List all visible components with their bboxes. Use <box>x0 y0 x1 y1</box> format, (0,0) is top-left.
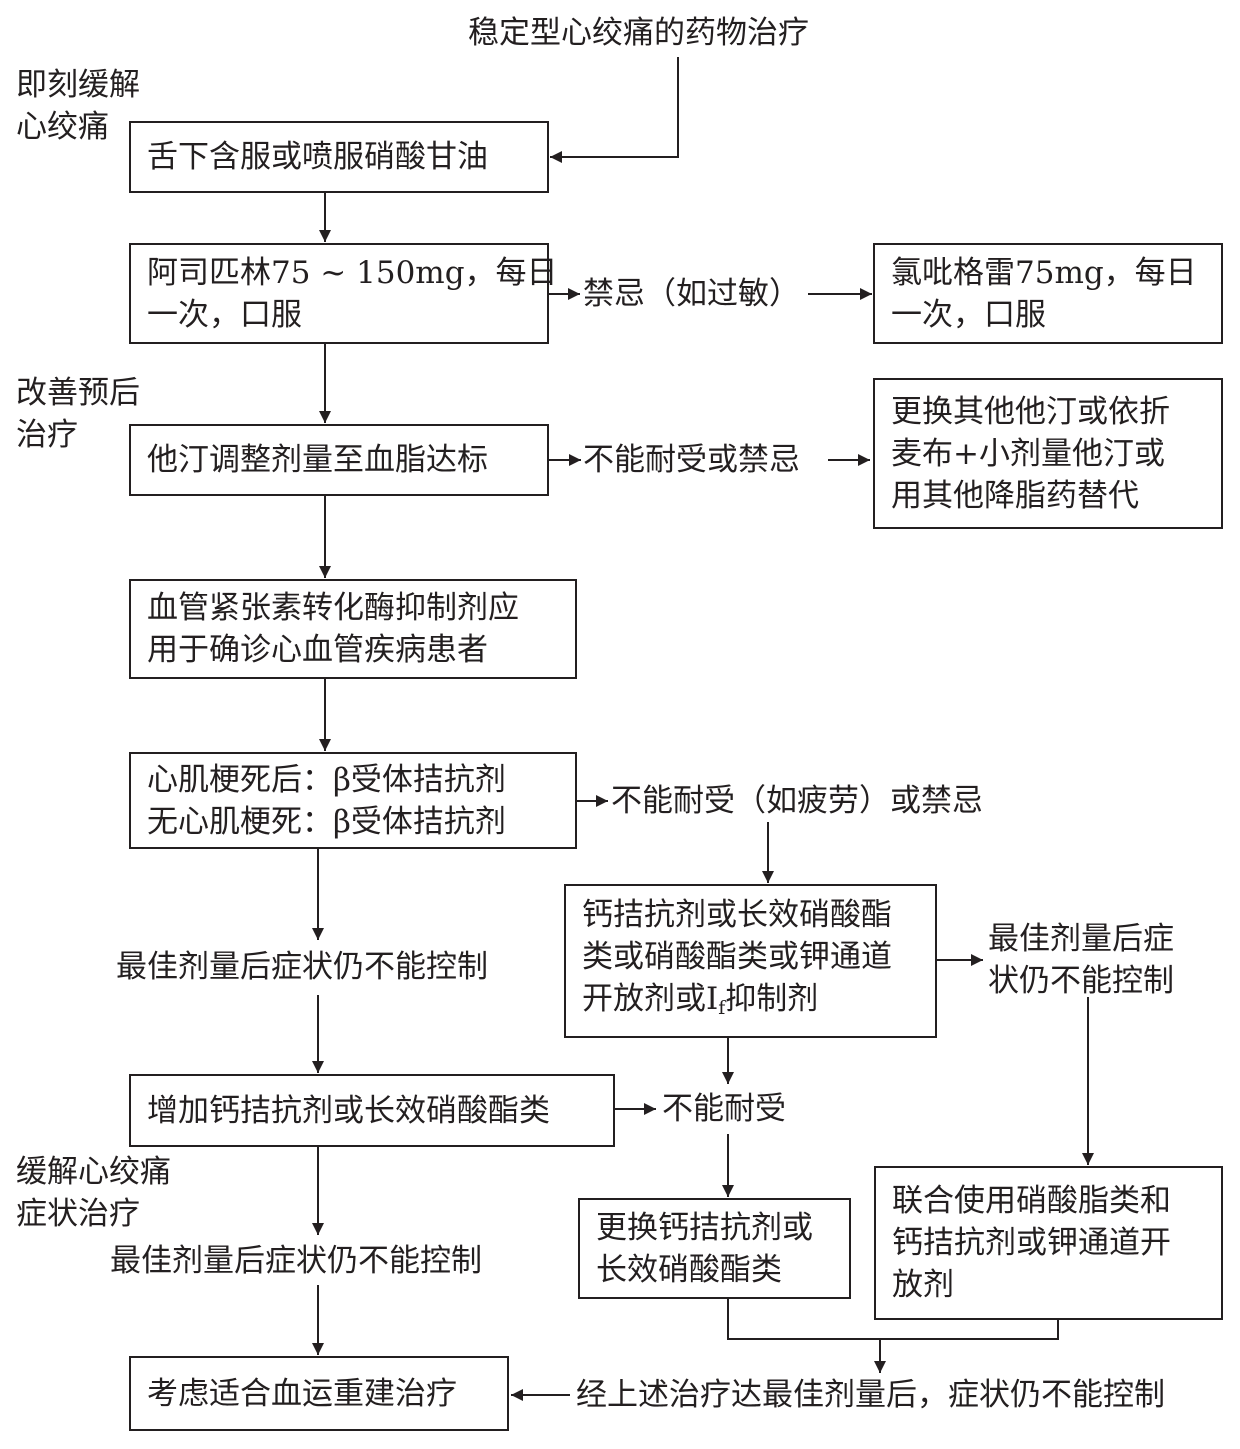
label-intolerant-fatigue: 不能耐受（如疲劳）或禁忌 <box>611 783 983 819</box>
box-alternative-agents: 钙拮抗剂或长效硝酸酯 类或硝酸酯类或钾通道 开放剂或If抑制剂 <box>564 884 937 1038</box>
section-label-line: 治疗 <box>16 417 78 453</box>
section-label-prognosis: 改善预后 治疗 <box>16 372 140 456</box>
label-intolerant-or-contraindicated: 不能耐受或禁忌 <box>583 442 800 478</box>
section-label-line: 改善预后 <box>16 375 140 411</box>
box-statin-alternative: 更换其他他汀或依折 麦布+小剂量他汀或 用其他降脂药替代 <box>873 378 1223 529</box>
label-uncontrolled-right: 最佳剂量后症 状仍不能控制 <box>988 918 1174 1002</box>
box-clopidogrel: 氯吡格雷75mg，每日 一次，口服 <box>873 243 1223 344</box>
box-combination: 联合使用硝酸脂类和 钙拮抗剂或钾通道开 放剂 <box>874 1166 1223 1320</box>
box-line: 钙拮抗剂或钾通道开 <box>892 1225 1171 1261</box>
box-beta-blocker: 心肌梗死后：β受体拮抗剂 无心肌梗死：β受体拮抗剂 <box>129 752 577 849</box>
box-line-suffix: 抑制剂 <box>725 980 819 1017</box>
section-label-symptom: 缓解心绞痛 症状治疗 <box>16 1151 171 1235</box>
box-line: 麦布+小剂量他汀或 <box>891 435 1165 472</box>
box-statin: 他汀调整剂量至血脂达标 <box>129 424 549 496</box>
section-label-line: 心绞痛 <box>16 109 109 145</box>
arrow-title-to-nitroglycerin <box>550 57 679 163</box>
label-contraindicated-allergy: 禁忌（如过敏） <box>583 276 800 312</box>
box-line-with-subscript: 开放剂或If抑制剂 <box>582 978 935 1029</box>
box-line: 钙拮抗剂或长效硝酸酯 <box>582 896 892 933</box>
section-label-line: 症状治疗 <box>16 1196 140 1232</box>
label-uncontrolled-after-ccb: 最佳剂量后症状仍不能控制 <box>110 1243 482 1279</box>
box-line: 舌下含服或喷服硝酸甘油 <box>147 139 488 175</box>
box-line: 血管紧张素转化酶抑制剂应 <box>147 590 519 626</box>
diagram-title: 稳定型心绞痛的药物治疗 <box>468 15 809 51</box>
box-line: 他汀调整剂量至血脂达标 <box>147 442 488 478</box>
label-line: 状仍不能控制 <box>988 963 1174 999</box>
box-line: 长效硝酸酯类 <box>596 1251 782 1288</box>
box-add-ccb: 增加钙拮抗剂或长效硝酸酯类 <box>129 1074 615 1147</box>
box-line-prefix: 开放剂或I <box>582 980 719 1017</box>
box-line: 心肌梗死后：β受体拮抗剂 <box>147 761 506 798</box>
box-line: 增加钙拮抗剂或长效硝酸酯类 <box>147 1092 550 1129</box>
box-aspirin: 阿司匹林75 ~ 150mg，每日 一次，口服 <box>129 243 558 344</box>
label-final-condition: 经上述治疗达最佳剂量后，症状仍不能控制 <box>576 1377 1165 1413</box>
box-line: 联合使用硝酸脂类和 <box>892 1183 1171 1219</box>
box-revascularization: 考虑适合血运重建治疗 <box>129 1356 509 1431</box>
box-line: 放剂 <box>892 1267 954 1303</box>
box-line: 用于确诊心血管疾病患者 <box>147 632 488 668</box>
box-line: 用其他降脂药替代 <box>891 477 1139 514</box>
box-line: 一次，口服 <box>147 296 302 333</box>
box-acei: 血管紧张素转化酶抑制剂应 用于确诊心血管疾病患者 <box>129 579 577 679</box>
box-line: 类或硝酸酯类或钾通道 <box>582 938 892 975</box>
label-uncontrolled-after-beta: 最佳剂量后症状仍不能控制 <box>116 949 488 985</box>
box-nitroglycerin: 舌下含服或喷服硝酸甘油 <box>129 121 549 193</box>
box-line: 更换其他他汀或依折 <box>891 393 1170 430</box>
box-line: 阿司匹林75 ~ 150mg，每日 <box>147 254 558 291</box>
merge-bracket <box>727 1298 1059 1340</box>
box-line: 无心肌梗死：β受体拮抗剂 <box>147 803 506 840</box>
section-label-line: 缓解心绞痛 <box>16 1154 171 1190</box>
subscript-f: f <box>718 996 726 1019</box>
label-line: 最佳剂量后症 <box>988 921 1174 957</box>
section-label-immediate: 即刻缓解 心绞痛 <box>16 64 140 148</box>
section-label-line: 即刻缓解 <box>16 67 140 103</box>
label-intolerant: 不能耐受 <box>662 1091 786 1127</box>
box-line: 更换钙拮抗剂或 <box>596 1209 813 1246</box>
box-line: 一次，口服 <box>891 296 1046 333</box>
box-line: 考虑适合血运重建治疗 <box>147 1375 457 1412</box>
box-line: 氯吡格雷75mg，每日 <box>891 254 1197 291</box>
box-switch-ccb: 更换钙拮抗剂或 长效硝酸酯类 <box>578 1198 851 1299</box>
